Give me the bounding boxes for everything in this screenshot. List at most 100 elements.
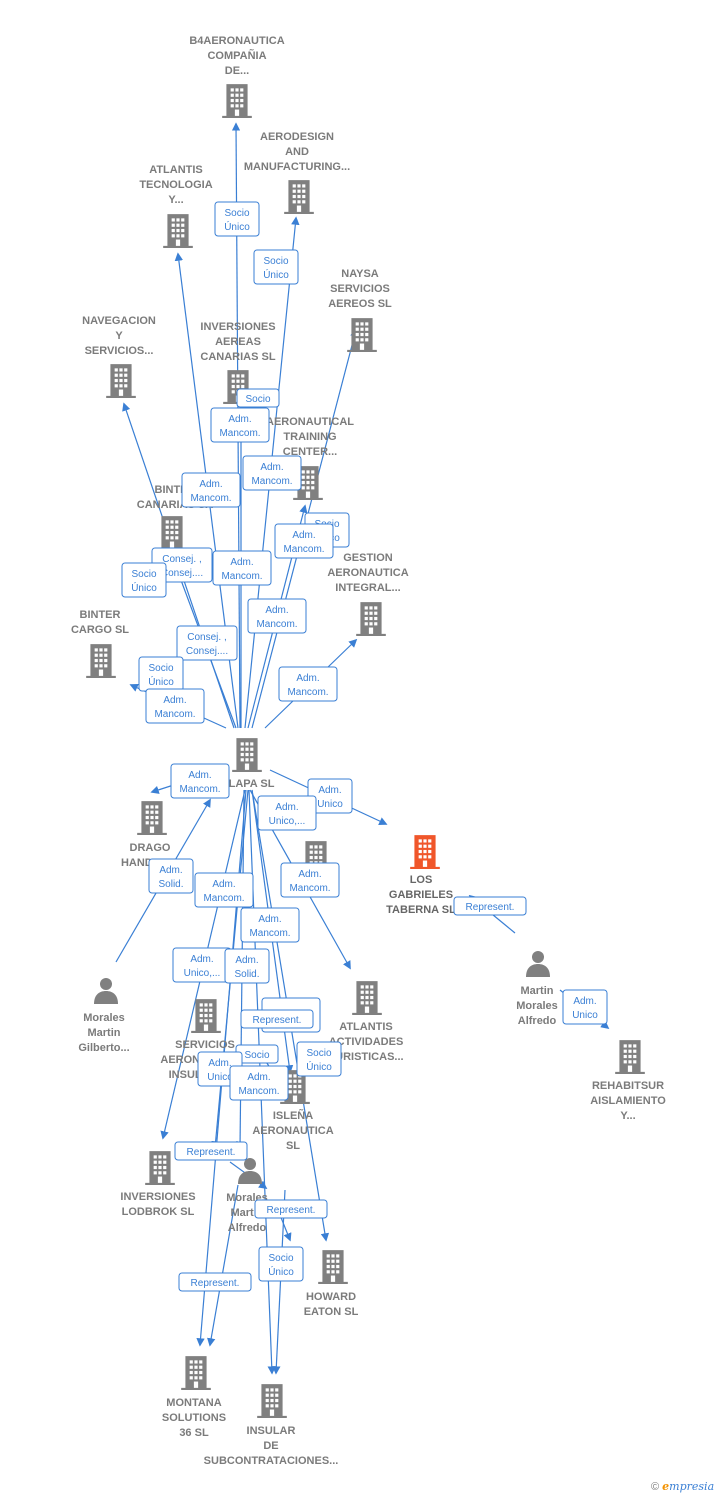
relation-label-line: Adm. <box>265 605 288 616</box>
relation-label[interactable]: Adm.Mancom. <box>229 1065 289 1101</box>
relation-label[interactable]: Adm.Mancom. <box>194 872 254 908</box>
node-label-line: INVERSIONES <box>120 1191 195 1203</box>
relation-label[interactable]: Represent. <box>174 1141 248 1161</box>
relation-label[interactable]: Adm.Solid. <box>148 858 194 894</box>
relation-label-line: Adm. <box>235 955 258 966</box>
relation-label-line: Unico <box>572 1010 598 1021</box>
relation-label[interactable]: Adm.Mancom. <box>145 688 205 724</box>
relation-label-text: Adm.Unico <box>207 1058 233 1083</box>
relation-label[interactable]: Adm.Mancom. <box>278 666 338 702</box>
relation-label-line: Mancom. <box>219 428 260 439</box>
relation-label-line: Mancom. <box>154 709 195 720</box>
relation-label[interactable]: Adm. Mancom. <box>210 407 270 443</box>
relation-label-text: Adm. Mancom. <box>219 414 260 439</box>
company-node[interactable]: ATLANTIS ACTIVIDADES TURISTICAS... <box>328 981 404 1063</box>
relation-label[interactable]: Adm.Unico,... <box>172 947 232 983</box>
relation-label-line: Adm. <box>292 530 315 541</box>
relation-label[interactable]: Adm.Mancom. <box>170 763 230 799</box>
relation-label-box <box>278 666 338 702</box>
node-label-line: LODBROK SL <box>122 1206 195 1218</box>
relation-label-text: Adm.Unico <box>317 785 343 810</box>
relation-label[interactable]: Consej. ,Consej.... <box>151 547 213 583</box>
relation-label-line: Socio <box>131 569 156 580</box>
relation-label[interactable]: Represent. <box>178 1272 252 1292</box>
relation-label-line: Socio <box>245 394 270 405</box>
node-label-line: NAVEGACION <box>82 315 156 327</box>
relation-label-text: Adm.Mancom. <box>203 879 244 904</box>
relation-label-line: Represent. <box>253 1015 302 1026</box>
relation-label-text: Adm.Unico,... <box>269 802 306 827</box>
relation-label[interactable]: Adm.Unico <box>307 778 353 814</box>
relation-label-line: Adm. <box>258 914 281 925</box>
relation-label-line: Único <box>263 268 289 281</box>
relation-label[interactable]: Adm.Unico,... <box>257 795 317 831</box>
node-label-line: AEREOS SL <box>328 298 392 310</box>
relation-label-text: Adm.Mancom. <box>249 914 290 939</box>
relation-label[interactable]: Adm.Mancom. <box>212 550 272 586</box>
relation-label[interactable]: Socio <box>236 388 280 408</box>
company-node[interactable]: INVERSIONES LODBROK SL <box>120 1151 196 1218</box>
node-label-line: REHABITSUR <box>592 1080 664 1092</box>
company-node[interactable]: ILAPA SL <box>226 738 275 790</box>
edge-line <box>279 1214 292 1242</box>
relation-label-line: Solid. <box>158 879 183 890</box>
relation-label-box <box>242 455 302 491</box>
node-label: INVERSIONES LODBROK SL <box>120 1191 195 1218</box>
relation-label[interactable]: Represent. <box>240 1009 314 1029</box>
node-label-line: SL <box>286 1140 300 1152</box>
node-label-line: ATLANTIS <box>339 1021 393 1033</box>
relation-label[interactable]: Adm. Unico <box>562 989 608 1025</box>
relation-label-text: Adm.Mancom. <box>238 1072 279 1097</box>
relation-label[interactable]: Consej. ,Consej.... <box>176 625 238 661</box>
node-label-line: ACTIVIDADES <box>329 1036 404 1048</box>
relation-label-line: Adm. <box>573 996 596 1007</box>
relation-label[interactable]: Represent. <box>453 896 527 916</box>
relation-label[interactable]: Adm.Mancom. <box>274 523 334 559</box>
node-label-line: TURISTICAS... <box>328 1051 403 1063</box>
relation-label[interactable]: Adm.Mancom. <box>247 598 307 634</box>
relation-label[interactable]: Adm.Mancom. <box>240 907 300 943</box>
relation-label[interactable]: Adm.Mancom. <box>280 862 340 898</box>
relation-label-line: Adm. <box>228 414 251 425</box>
relation-label[interactable]: Adm.Solid. <box>224 948 270 984</box>
relation-label[interactable]: Adm.Mancom. <box>242 455 302 491</box>
node-label-line: LOS <box>410 874 433 886</box>
relation-label-box <box>280 862 340 898</box>
relation-label[interactable]: Adm.Mancom. <box>181 472 241 508</box>
building-icon <box>257 1384 287 1418</box>
building-icon <box>352 981 382 1015</box>
relation-label-text: Adm.Mancom. <box>221 557 262 582</box>
relation-label-box <box>170 763 230 799</box>
relation-label[interactable]: Represent. <box>254 1199 328 1219</box>
relation-label-text: Adm.Unico,... <box>184 954 221 979</box>
node-label-line: AERONAUTICA <box>252 1125 333 1137</box>
relation-label-line: Mancom. <box>221 571 262 582</box>
node-label-line: AERODESIGN <box>260 131 334 143</box>
